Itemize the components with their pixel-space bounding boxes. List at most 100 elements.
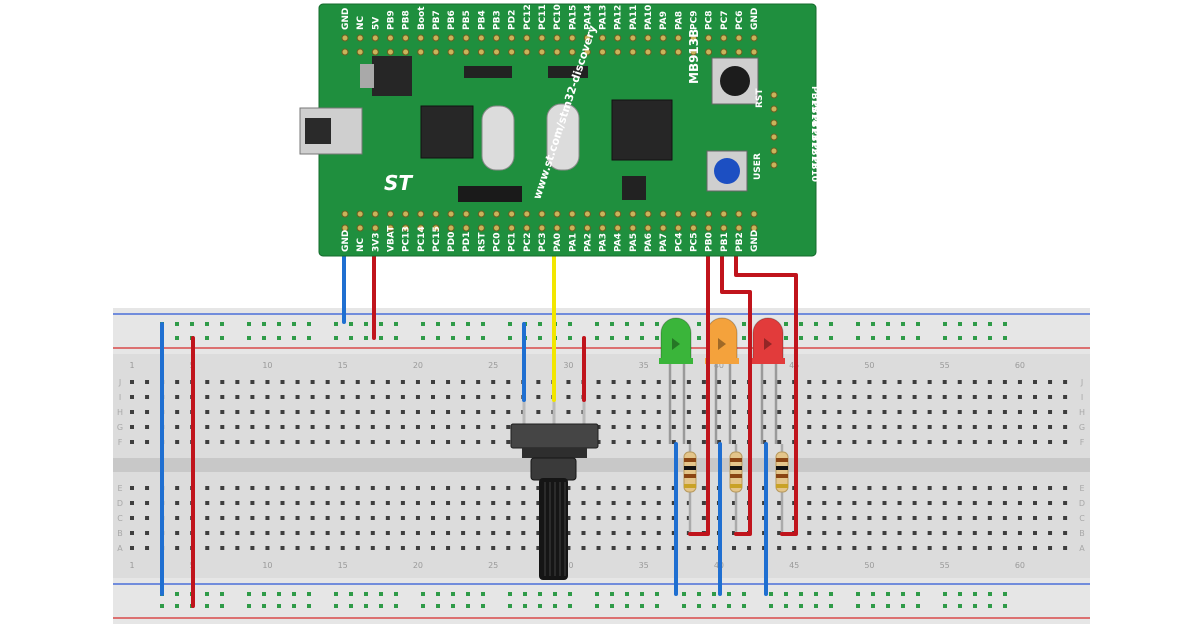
breadboard-hole	[596, 516, 601, 520]
breadboard-hole	[370, 440, 375, 444]
rail-hole	[568, 604, 572, 608]
top-pin-label: PB8	[402, 10, 412, 30]
breadboard-hole	[446, 440, 451, 444]
top-pin-label: PA13	[599, 5, 609, 30]
breadboard-hole	[626, 410, 631, 414]
breadboard-hole	[596, 531, 601, 535]
breadboard-hole	[355, 440, 360, 444]
resistor-band	[776, 458, 788, 462]
rail-hole	[334, 322, 338, 326]
rail-hole	[901, 322, 905, 326]
header-pin	[477, 34, 485, 42]
led-dome	[752, 317, 784, 363]
breadboard-hole	[130, 425, 134, 429]
rail-hole	[610, 336, 614, 340]
breadboard-hole	[626, 531, 631, 535]
rail-hole	[538, 592, 542, 596]
pot-collar	[530, 457, 577, 481]
column-number: 10	[262, 561, 272, 570]
breadboard-hole	[732, 410, 736, 414]
header-pin	[386, 210, 394, 218]
breadboard-hole	[250, 486, 255, 490]
user-label: USER	[753, 153, 763, 180]
breadboard-hole	[355, 380, 360, 384]
rail-hole	[916, 336, 920, 340]
breadboard-hole	[867, 425, 872, 429]
breadboard-hole	[942, 486, 947, 490]
breadboard-hole	[175, 425, 180, 429]
breadboard-hole	[626, 486, 631, 490]
breadboard-hole	[130, 486, 134, 490]
header-pin	[356, 48, 364, 56]
bottom-pin-label: PD1	[462, 232, 472, 252]
rail-hole	[481, 604, 485, 608]
breadboard-hole	[295, 410, 300, 414]
breadboard-hole	[837, 501, 842, 505]
header-pin	[386, 48, 394, 56]
breadboard-hole	[957, 380, 962, 384]
breadboard-hole	[1002, 546, 1007, 550]
breadboard-hole	[822, 410, 827, 414]
breadboard-hole	[506, 380, 511, 384]
breadboard-hole	[1033, 425, 1037, 429]
column-number: 60	[1015, 561, 1025, 570]
header-pin	[750, 210, 758, 218]
breadboard-hole	[385, 516, 390, 520]
breadboard-hole	[882, 380, 887, 384]
rail-hole	[988, 604, 992, 608]
breadboard-hole	[415, 410, 420, 414]
breadboard-hole	[656, 546, 661, 550]
header-pin	[341, 210, 349, 218]
rail-hole	[523, 604, 527, 608]
rail-hole	[943, 322, 947, 326]
breadboard-hole	[732, 531, 736, 535]
breadboard-hole	[491, 546, 496, 550]
breadboard-hole	[506, 546, 511, 550]
breadboard-hole	[912, 486, 917, 490]
header-pin	[720, 224, 728, 232]
rail-hole	[523, 592, 527, 596]
rail-hole	[334, 336, 338, 340]
column-number: 50	[864, 361, 874, 370]
header-pin	[508, 48, 516, 56]
bottom-pin-label: PA0	[553, 233, 563, 252]
rail-hole	[943, 336, 947, 340]
breadboard-hole	[957, 501, 962, 505]
breadboard-hole	[280, 380, 285, 384]
breadboard-hole	[310, 516, 315, 520]
breadboard-hole	[671, 440, 676, 444]
breadboard-hole	[325, 516, 330, 520]
regulator-tab	[360, 64, 374, 88]
breadboard-hole	[175, 531, 180, 535]
breadboard-hole	[1017, 425, 1022, 429]
breadboard-hole	[566, 531, 571, 535]
breadboard-hole	[942, 501, 947, 505]
breadboard-hole	[641, 395, 646, 399]
breadboard-hole	[506, 486, 511, 490]
rail-hole	[421, 604, 425, 608]
header-pin	[493, 224, 500, 232]
breadboard-hole	[972, 516, 977, 520]
rail-hole	[697, 604, 701, 608]
resistor-band	[684, 484, 696, 488]
rail-hole	[436, 592, 440, 596]
breadboard-hole	[777, 425, 782, 429]
column-number: 50	[864, 561, 874, 570]
breadboard-hole	[205, 395, 210, 399]
breadboard-hole	[130, 395, 134, 399]
breadboard-hole	[1063, 440, 1068, 444]
row-letter: G	[117, 423, 123, 432]
breadboard-hole	[942, 410, 947, 414]
header-pin	[523, 210, 531, 218]
header-pin	[689, 224, 697, 232]
breadboard-hole	[491, 531, 496, 535]
breadboard-hole	[415, 425, 420, 429]
column-number: 15	[338, 561, 348, 570]
breadboard-hole	[972, 546, 977, 550]
breadboard-hole	[611, 410, 616, 414]
breadboard-hole	[446, 380, 451, 384]
rail-hole	[334, 604, 338, 608]
column-number: 55	[940, 361, 950, 370]
breadboard-hole	[400, 425, 405, 429]
breadboard-hole	[235, 546, 240, 550]
